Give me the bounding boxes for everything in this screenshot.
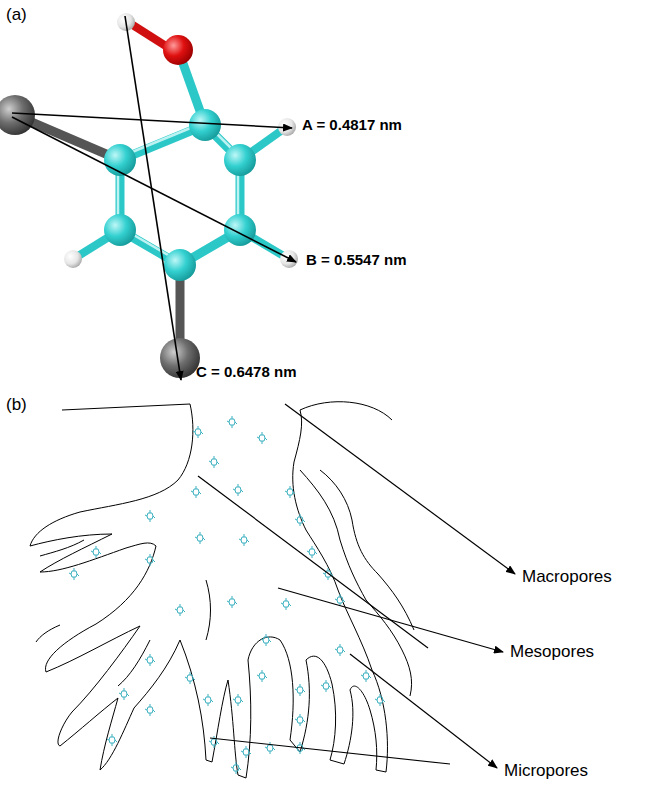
molecule-mark [191,486,201,498]
molecule-mark [193,426,203,438]
molecule-mark [209,456,219,468]
dimension-label: C = 0.6478 nm [196,364,296,381]
molecule-mark [375,694,385,706]
molecule-mark [241,746,251,758]
panel-label: (a) [6,6,27,25]
molecule-mark [107,734,117,746]
molecule-mark [295,684,305,696]
molecule-mark [145,510,155,522]
molecule-mark [239,534,249,546]
molecule-mark [119,688,129,700]
dimension-arrows [12,16,296,380]
molecule-mark [227,596,237,608]
molecule-mark [233,484,243,496]
molecule-mark [91,546,101,558]
molecule-mark [195,532,205,544]
leader-lines [198,404,515,768]
adsorbate-molecules [69,416,385,774]
molecule-mark [285,486,295,498]
molecule-mark [307,546,317,558]
atoms [0,13,298,378]
molecule-mark [185,672,195,684]
molecule-mark [69,568,79,580]
dimension-label: B = 0.5547 nm [306,252,406,269]
molecule-mark [175,604,185,616]
panel-label: (b) [6,396,27,415]
molecule-mark [261,634,271,646]
molecule-mark [257,670,267,682]
pore-label: Mesopores [510,643,594,662]
molecule-mark [361,670,371,682]
molecule-mark [145,704,155,716]
molecule-mark [231,762,241,774]
molecule-mark [145,554,155,566]
pore-outline [30,402,414,778]
molecule-mark [145,654,155,666]
molecule-mark [321,680,331,692]
pore-label: Micropores [504,762,588,781]
molecule-mark [227,416,237,428]
molecule-mark [257,432,267,444]
molecule-mark [295,514,305,526]
pore-label: Macropores [522,568,612,587]
molecule-mark [203,694,213,706]
molecule-mark [323,568,333,580]
molecule-mark [295,714,305,726]
molecule-mark [281,598,291,610]
dimension-label: A = 0.4817 nm [302,117,402,134]
molecule-mark [335,644,345,656]
molecule-mark [233,694,243,706]
